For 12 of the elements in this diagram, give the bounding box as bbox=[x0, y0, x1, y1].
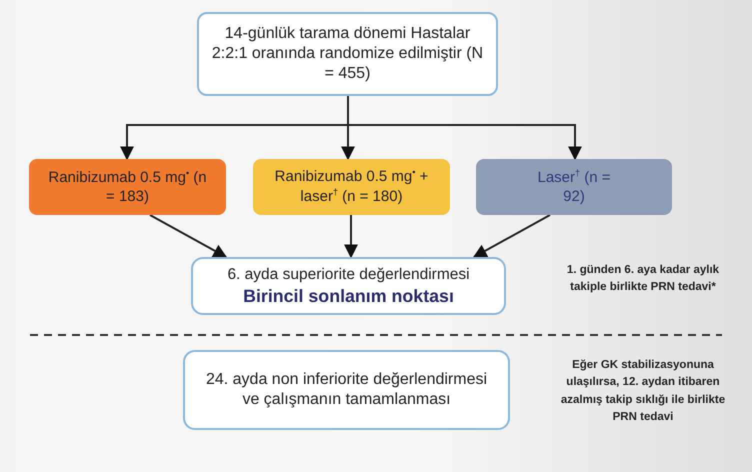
note-text: 1. günden 6. aya kadar aylık takiple birlikte PRN tedavi* bbox=[566, 263, 720, 296]
process-box: 24. ayda non inferiorite değerlendirmesi ve çalışmanın tamamlanması bbox=[183, 350, 510, 430]
process-box: Laser$^{†}$ (n = 92) bbox=[476, 159, 672, 215]
arrow bbox=[347, 96, 582, 160]
process-box: Ranibizumab 0.5 mg$^{•}$ (n = 183) bbox=[29, 159, 226, 215]
process-box: 14-günlük tarama dönemi Hastalar 2:2:1 oranında randomize edilmiştir (N = 455) bbox=[197, 12, 498, 96]
arrow bbox=[472, 214, 550, 258]
process-box: Ranibizumab 0.5 mg$^{•}$ + laser$^{†}$ (n = 180) bbox=[253, 159, 450, 215]
note-text: Eğer GK stabilizasyonuna ulaşılırsa, 12. aydan itibaren azalmış takip sıklığı ile birlikte PRN tedavi bbox=[560, 358, 726, 425]
process-box: 6. ayda superiorite değerlendirmesi Birincil sonlanım noktası bbox=[191, 257, 506, 315]
arrow bbox=[150, 214, 228, 258]
arrow bbox=[344, 215, 358, 258]
